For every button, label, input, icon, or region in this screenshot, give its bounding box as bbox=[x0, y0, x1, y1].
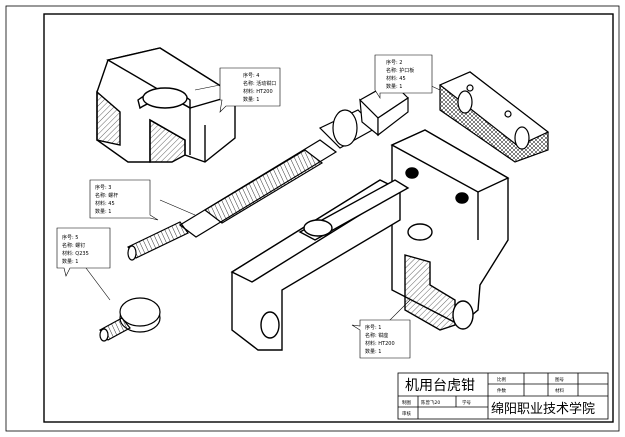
callout-part4-line3: 材料: HT200 bbox=[243, 88, 273, 95]
callout-part4-line4: 数量: 1 bbox=[243, 96, 259, 103]
callout-part4-line1: 序号: 4 bbox=[243, 72, 259, 79]
movable-jaw-part bbox=[96, 47, 237, 163]
inner-border bbox=[43, 13, 614, 423]
callout-part2-line4: 数量: 1 bbox=[386, 83, 402, 90]
callout-part5-line1: 序号: 5 bbox=[62, 234, 78, 241]
callout-part5: 序号: 5 名称: 螺钉 材料: Q235 数量: 1 bbox=[56, 227, 111, 277]
callout-part1-line4: 数量: 1 bbox=[365, 348, 381, 355]
callout-part2: 序号: 2 名称: 护口板 材料: 45 数量: 1 bbox=[374, 54, 433, 100]
callout-part2-line1: 序号: 2 bbox=[386, 59, 402, 66]
small-screw-part bbox=[99, 297, 161, 342]
outer-border bbox=[5, 5, 620, 432]
callout-part3-line2: 名称: 螺杆 bbox=[95, 192, 118, 199]
cell-scale-label: 比例 bbox=[497, 376, 506, 383]
vise-body-part bbox=[230, 129, 510, 351]
callout-part2-line2: 名称: 护口板 bbox=[386, 67, 414, 74]
callout-part1-line1: 序号: 1 bbox=[365, 324, 381, 331]
drawing-title: 机用台虎钳 bbox=[405, 378, 475, 394]
callout-part4-line2: 名称: 活动钳口 bbox=[243, 80, 276, 87]
callout-part4: 序号: 4 名称: 活动钳口 材料: HT200 数量: 1 bbox=[219, 67, 281, 113]
screw-part bbox=[127, 81, 409, 261]
cell-drawn-label: 制图 bbox=[402, 399, 411, 406]
cell-check-label: 审核 bbox=[402, 410, 411, 417]
callout-part3-line4: 数量: 1 bbox=[95, 208, 111, 215]
cell-drawn-value: 陈曾飞20 bbox=[421, 399, 440, 406]
callout-part3-line3: 材料: 45 bbox=[95, 200, 115, 207]
callout-part3-line1: 序号: 3 bbox=[95, 184, 111, 191]
cell-count-label: 件数 bbox=[497, 387, 506, 394]
cell-sheet-label: 图号 bbox=[555, 377, 564, 383]
jaw-plate-part bbox=[438, 71, 550, 163]
callout-part1-line2: 名称: 钳座 bbox=[365, 332, 388, 339]
callout-part5-line2: 名称: 螺钉 bbox=[62, 242, 85, 249]
cell-material-label: 材料 bbox=[555, 387, 564, 394]
callout-part5-line4: 数量: 1 bbox=[62, 258, 78, 265]
callout-part1-line3: 材料: HT200 bbox=[365, 340, 395, 347]
school-name: 绵阳职业技术学院 bbox=[491, 401, 595, 417]
callout-part2-line3: 材料: 45 bbox=[386, 75, 406, 82]
title-block bbox=[397, 372, 609, 420]
callout-part5-line3: 材料: Q235 bbox=[62, 250, 89, 257]
callout-part3: 序号: 3 名称: 螺杆 材料: 45 数量: 1 bbox=[89, 179, 159, 221]
cell-drawn-sign: 学号 bbox=[462, 399, 471, 406]
callout-part1: 序号: 1 名称: 钳座 材料: HT200 数量: 1 bbox=[351, 319, 411, 359]
